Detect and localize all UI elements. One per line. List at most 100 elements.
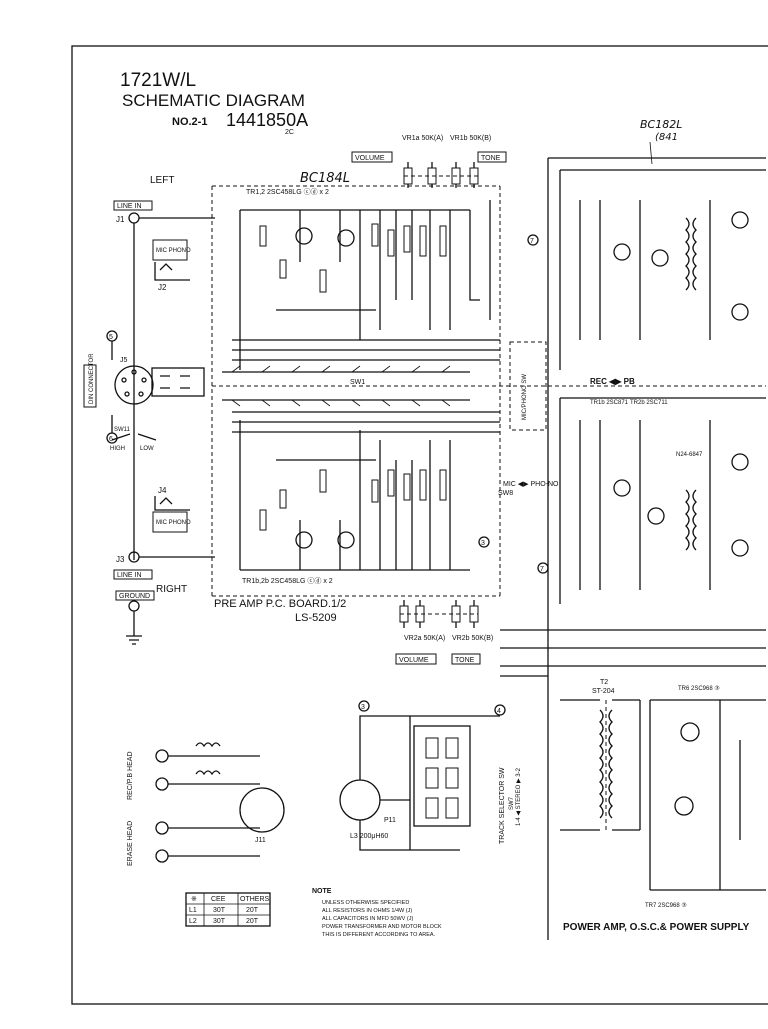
transistor-tr2 — [337, 229, 355, 247]
coil-table-cell-1-1: 30T — [213, 918, 226, 925]
rec-pb-label: REC ◀▶ PB — [590, 377, 635, 386]
transformer-t1b-secondary — [692, 489, 697, 551]
node-4-p11-label: 4 — [497, 708, 501, 715]
right-channel-label: RIGHT — [156, 584, 187, 595]
drawing-revision: 2C — [285, 129, 294, 136]
switch-block-sw11 — [151, 367, 205, 397]
coil-table-cell-0-2: 20T — [246, 907, 259, 914]
coil-l3-label: L3 200μH60 — [350, 833, 388, 840]
node-4-p11 — [494, 704, 506, 716]
note-line-5: THIS IS DIFFERENT ACCORDING TO AREA. — [322, 932, 436, 938]
node-7-top — [527, 234, 539, 246]
ground-terminal — [128, 600, 140, 612]
stereo-selector-label: 1-4 ◀ STEREO ▶ 3-2 — [516, 767, 522, 826]
transformer-t2-label: T2 — [600, 679, 608, 686]
preamp-circuit-right — [232, 411, 500, 571]
din-connector-j5 — [114, 365, 154, 405]
drawing-number: 1441850A — [226, 110, 308, 130]
ground-label: GROUND — [119, 593, 150, 600]
volume-label-top: VOLUME — [355, 155, 385, 162]
sheet-border — [71, 45, 768, 1005]
din-connector-label: DIN CONNECTOR — [89, 353, 95, 404]
node-6-label: 6 — [109, 436, 113, 443]
mic-phono-toggle-label: MIC ◀▶ PHO-NO — [503, 481, 559, 488]
tone-label-top: TONE — [481, 155, 501, 162]
coil-table-header-1: CEE — [211, 896, 226, 903]
rec-pb-head-label: REC/P.B HEAD — [127, 752, 134, 801]
transistor-tr1b-right-label: TR1b 2SC871 — [590, 400, 629, 406]
track-selector-switch: TRACK SELECTOR SW SW7 1-4 ◀ STEREO ▶ 3-2 — [413, 725, 522, 844]
coil-table-cell-0-1: 30T — [213, 907, 226, 914]
jack-j2 — [154, 262, 190, 281]
diagram-heading: SCHEMATIC DIAGRAM — [122, 91, 305, 110]
transistor-tr3b — [731, 539, 749, 557]
transistor-tr3 — [731, 211, 749, 229]
erase-head-label: ERASE HEAD — [127, 821, 134, 866]
switch-sw11-label: SW11 — [114, 427, 131, 433]
switch-sw8-outline — [509, 341, 547, 431]
transistor-tr1-2-label: TR1,2 2SC458LG ⓒⓓ x 2 — [246, 188, 329, 196]
tone-label-box-top — [477, 151, 507, 163]
vr2b-label: VR2b 50K(B) — [452, 635, 493, 642]
amplifier-section — [500, 157, 766, 940]
transistor-tr4 — [731, 303, 749, 321]
node-7-top-label: 7 — [530, 238, 534, 245]
tone-label-box-bottom — [451, 653, 481, 665]
jack-j1 — [128, 212, 140, 224]
transistor-tr1-amp — [613, 243, 631, 261]
head-rch-erase — [155, 849, 169, 863]
transistor-tr6 — [680, 722, 700, 742]
mic-phono-box-bottom — [152, 511, 188, 533]
switch-high-label: HIGH — [110, 446, 125, 452]
switch-sw7-label: SW7 — [509, 796, 515, 810]
node-3-p11-label: 3 — [361, 704, 365, 711]
volume-label-box-bottom — [395, 653, 437, 665]
coil-l2 — [195, 770, 221, 776]
transistor-tr2b-right-label: TR2b 2SC711 — [630, 400, 668, 406]
switch-sw8-label: SW8 — [498, 490, 513, 497]
note-line-1: UNLESS OTHERWISE SPECIFIED — [322, 900, 409, 906]
tone-label-bottom: TONE — [455, 657, 475, 664]
transformer-t1-secondary — [692, 217, 697, 291]
coil-table-cell-1-2: 20T — [246, 918, 259, 925]
vr1b-label: VR1b 50K(B) — [450, 135, 491, 142]
transistor-tr2b-amp — [647, 507, 665, 525]
jack-j1-label: J1 — [116, 215, 125, 224]
vr1a-label: VR1a 50K(A) — [402, 135, 443, 142]
left-channel-label: LEFT — [150, 175, 174, 186]
handwritten-arrow — [649, 141, 653, 165]
switch-sw11 — [111, 433, 157, 441]
note-heading: NOTE — [312, 888, 332, 895]
head-lch-erase — [155, 821, 169, 835]
transistor-tr6-label: TR6 2SC968 ③ — [678, 685, 720, 692]
switch-sw1-label: SW1 — [350, 379, 365, 386]
coil-table: ※ CEE OTHERS L1 30T 20T L2 30T 20T — [185, 892, 271, 927]
line-in-label-bottom: LINE IN — [117, 572, 142, 579]
transformer-t2-part: ST-204 — [592, 688, 615, 695]
coil-table-header-0: ※ — [191, 896, 197, 903]
head-lch-top — [155, 749, 169, 763]
head-connections: REC/P.B HEAD ERASE HEAD J11 — [127, 742, 285, 866]
mic-phono-sw-label: MIC/PHONO SW — [522, 374, 528, 420]
preamp-circuit-left — [232, 200, 500, 370]
transistor-tr7-label: TR7 2SC968 ③ — [645, 902, 687, 909]
node-7-bottom-label: 7 — [540, 566, 544, 573]
jack-j4 — [154, 496, 190, 511]
preamp-board-code: LS-5209 — [295, 612, 337, 624]
line-in-wire-left — [133, 217, 215, 560]
power-amp-caption: POWER AMP, O.S.C.& POWER SUPPLY — [563, 922, 750, 933]
coil-l1 — [195, 742, 221, 748]
transistor-tr1b — [295, 531, 313, 549]
line-in-label-box-bottom — [113, 569, 153, 580]
oscillator-section: TR6 2SC968 ③ TR7 2SC968 ③ — [645, 685, 766, 909]
connector-p11 — [339, 779, 381, 821]
preamp-board-caption: PRE AMP P.C. BOARD.1/2 — [214, 598, 346, 610]
din-connector-label-box — [83, 364, 97, 408]
transistor-tr2b — [337, 531, 355, 549]
ground-label-box — [115, 590, 155, 601]
volume-label-box-top — [351, 151, 393, 163]
transformer-t1-primary — [685, 217, 690, 291]
handwritten-note-841: (841 — [655, 132, 678, 143]
line-in-label-top: LINE IN — [117, 203, 142, 210]
